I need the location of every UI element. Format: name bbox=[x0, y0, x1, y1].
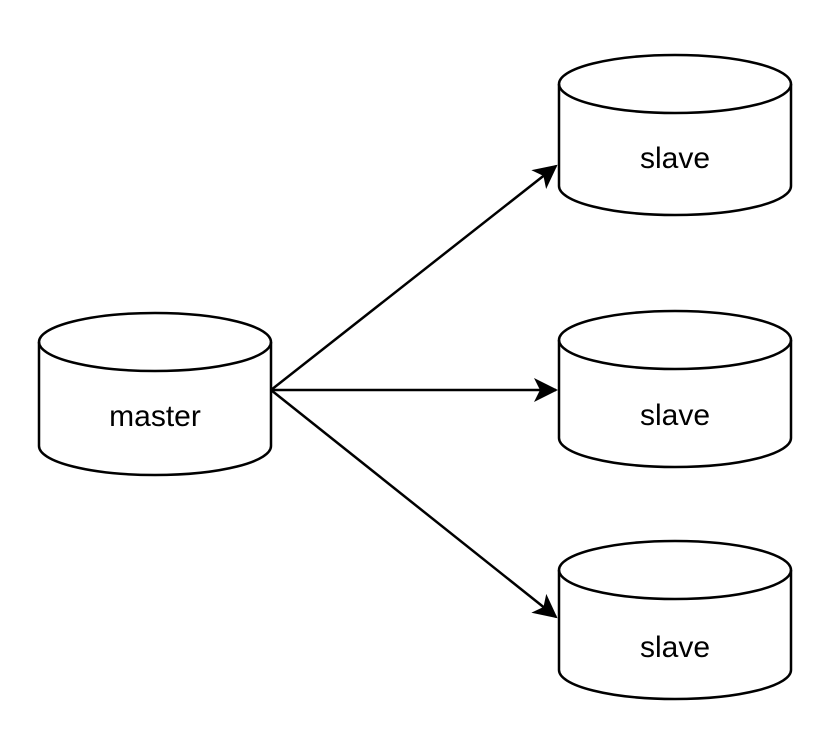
edge-master-to-slave-3 bbox=[270, 389, 558, 619]
edge-master-to-slave-1 bbox=[270, 164, 558, 391]
node-slave-2: slave bbox=[557, 309, 793, 469]
node-master: master bbox=[37, 311, 273, 477]
cylinder-icon bbox=[557, 309, 793, 469]
cylinder-icon bbox=[557, 539, 793, 701]
node-slave-3: slave bbox=[557, 539, 793, 701]
edges bbox=[270, 164, 558, 619]
slave-2-label: slave bbox=[640, 399, 710, 432]
node-slave-1: slave bbox=[557, 53, 793, 217]
master-label: master bbox=[109, 400, 201, 433]
cylinder-icon bbox=[37, 311, 273, 477]
cylinder-icon bbox=[557, 53, 793, 217]
slave-3-label: slave bbox=[640, 631, 710, 664]
slave-1-label: slave bbox=[640, 142, 710, 175]
